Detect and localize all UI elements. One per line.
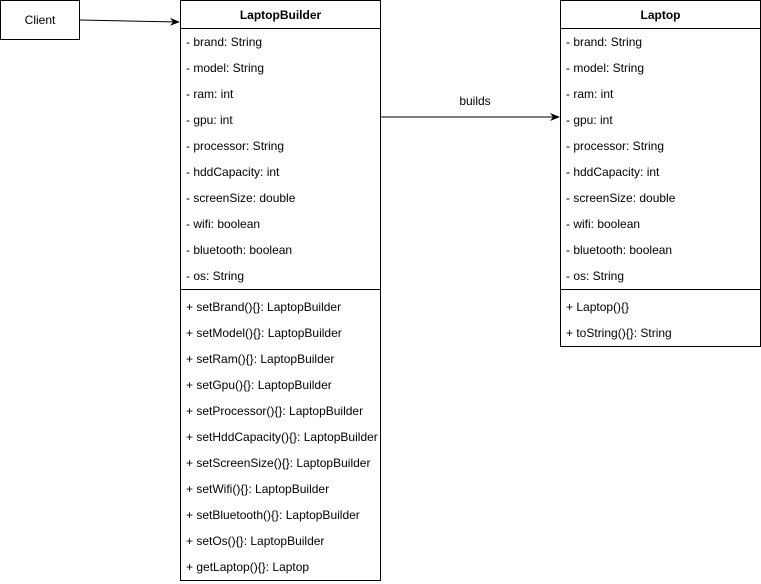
laptop-operations: + Laptop(){} + toString(){}: String xyxy=(561,290,760,346)
laptop-builder-operations: + setBrand(){}: LaptopBuilder + setModel… xyxy=(181,290,380,580)
laptop-builder-class-title: LaptopBuilder xyxy=(181,1,380,29)
attribute-bluetooth: - bluetooth: boolean xyxy=(186,243,293,257)
laptop-builder-attributes: - brand: String - model: String - ram: i… xyxy=(181,29,380,290)
attribute-hdd-capacity: - hddCapacity: int xyxy=(566,165,660,179)
laptop-class-title: Laptop xyxy=(561,1,760,29)
attribute-os: - os: String xyxy=(566,269,625,283)
attribute-model: - model: String xyxy=(186,61,265,75)
operation-set-screen-size: + setScreenSize(){}: LaptopBuilder xyxy=(186,456,371,470)
attribute-gpu: - gpu: int xyxy=(566,113,613,127)
client-node[interactable]: Client xyxy=(0,0,80,40)
attribute-wifi: - wifi: boolean xyxy=(186,217,261,231)
attribute-processor: - processor: String xyxy=(566,139,665,153)
client-to-builder-arrow[interactable] xyxy=(79,17,180,26)
operation-constructor: + Laptop(){} xyxy=(566,300,630,314)
laptop-builder-class[interactable]: LaptopBuilder - brand: String - model: S… xyxy=(180,0,381,581)
laptop-attributes: - brand: String - model: String - ram: i… xyxy=(561,29,760,290)
operation-set-model: + setModel(){}: LaptopBuilder xyxy=(186,326,342,340)
client-label: Client xyxy=(24,13,56,27)
operation-set-os: + setOs(){}: LaptopBuilder xyxy=(186,534,325,548)
attribute-os: - os: String xyxy=(186,269,245,283)
attribute-model: - model: String xyxy=(566,61,645,75)
attribute-wifi: - wifi: boolean xyxy=(566,217,641,231)
operation-get-laptop: + getLaptop(){}: Laptop xyxy=(186,560,310,574)
builds-edge-label: builds xyxy=(445,94,505,108)
attribute-brand: - brand: String xyxy=(186,35,263,49)
operation-set-hdd-capacity: + setHddCapacity(){}: LaptopBuilder xyxy=(186,430,378,444)
operation-set-processor: + setProcessor(){}: LaptopBuilder xyxy=(186,404,364,418)
operation-set-gpu: + setGpu(){}: LaptopBuilder xyxy=(186,378,332,392)
attribute-ram: - ram: int xyxy=(566,87,614,101)
laptop-class[interactable]: Laptop - brand: String - model: String -… xyxy=(560,0,761,347)
attribute-ram: - ram: int xyxy=(186,87,234,101)
operation-set-bluetooth: + setBluetooth(){}: LaptopBuilder xyxy=(186,508,360,522)
attribute-processor: - processor: String xyxy=(186,139,285,153)
operation-to-string: + toString(){}: String xyxy=(566,326,672,340)
operation-set-wifi: + setWifi(){}: LaptopBuilder xyxy=(186,482,330,496)
attribute-gpu: - gpu: int xyxy=(186,113,233,127)
attribute-brand: - brand: String xyxy=(566,35,643,49)
attribute-bluetooth: - bluetooth: boolean xyxy=(566,243,673,257)
operation-set-ram: + setRam(){}: LaptopBuilder xyxy=(186,352,335,366)
attribute-hdd-capacity: - hddCapacity: int xyxy=(186,165,280,179)
operation-set-brand: + setBrand(){}: LaptopBuilder xyxy=(186,300,342,314)
attribute-screen-size: - screenSize: double xyxy=(566,191,676,205)
attribute-screen-size: - screenSize: double xyxy=(186,191,296,205)
